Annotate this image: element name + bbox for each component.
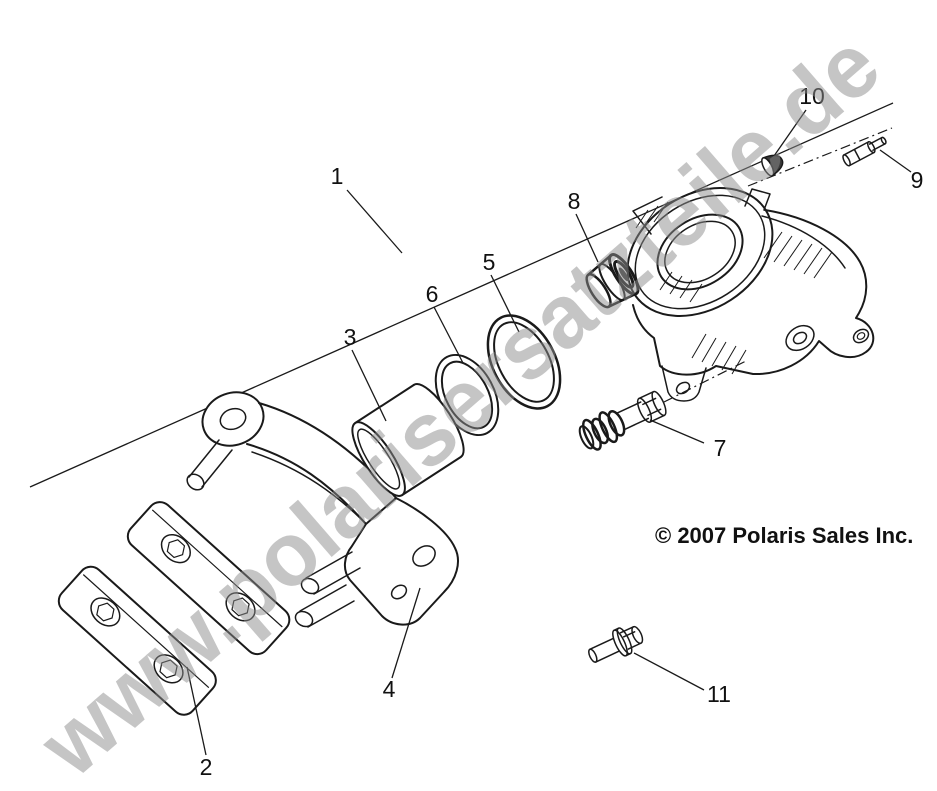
callout-10: 10 xyxy=(799,83,825,109)
mounting-bracket xyxy=(186,391,459,628)
callout-6: 6 xyxy=(426,281,439,307)
bleeder-cap xyxy=(761,154,784,177)
flange-bolt xyxy=(588,625,644,663)
guide-pin-bolt xyxy=(578,390,667,451)
brake-pad-outer xyxy=(57,565,217,716)
leader-line-9 xyxy=(879,149,912,173)
leader-line-5 xyxy=(490,274,520,333)
callout-8: 8 xyxy=(568,188,581,214)
leader-line-11 xyxy=(633,652,705,691)
callout-3: 3 xyxy=(344,324,357,350)
caliper-body xyxy=(626,187,875,402)
leader-line-10 xyxy=(773,109,807,157)
leader-lines xyxy=(186,109,912,756)
callout-7: 7 xyxy=(714,435,727,461)
callout-1: 1 xyxy=(331,163,344,189)
callout-4: 4 xyxy=(383,676,396,702)
callout-5: 5 xyxy=(483,249,496,275)
callout-2: 2 xyxy=(200,754,213,780)
guide-pin-axis-dashed-line xyxy=(663,359,749,403)
watermark-text: www.polarisersatzteile.de xyxy=(21,15,899,791)
leader-line-7 xyxy=(649,419,705,444)
copyright-text: © 2007 Polaris Sales Inc. xyxy=(655,523,913,548)
bleeder-screw xyxy=(842,136,887,167)
callout-11: 11 xyxy=(707,681,731,707)
leader-line-6 xyxy=(433,306,464,364)
leader-line-3 xyxy=(351,349,387,422)
callout-9: 9 xyxy=(911,167,924,193)
brake-pad-inner xyxy=(126,501,291,656)
leader-line-8 xyxy=(575,213,599,263)
o-ring-large xyxy=(486,314,562,410)
assembly-reference-line xyxy=(29,102,894,488)
leader-line-4 xyxy=(391,587,421,679)
piston-dust-seal xyxy=(585,253,640,309)
leader-line-1 xyxy=(346,189,403,254)
leader-line-2 xyxy=(186,666,207,756)
callouts: 1 2 3 4 5 6 7 8 9 10 11 xyxy=(200,83,924,780)
